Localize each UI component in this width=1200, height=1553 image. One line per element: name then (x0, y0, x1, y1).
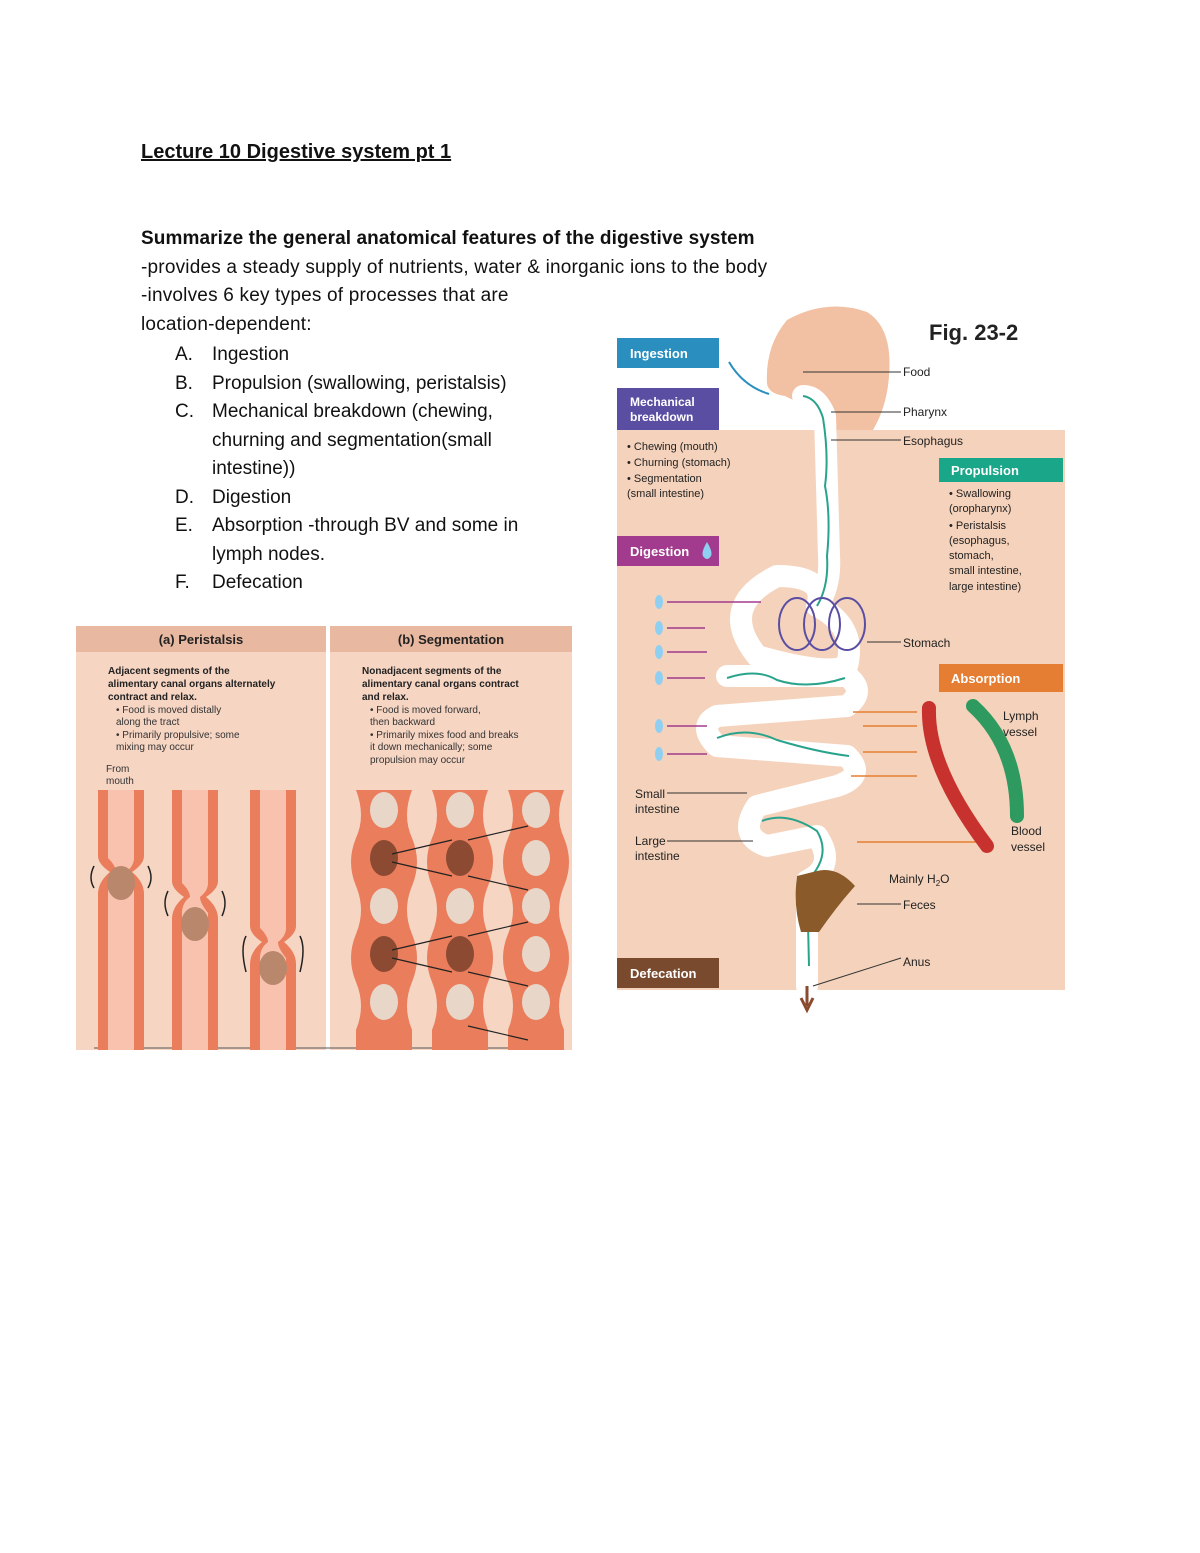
svg-text:• Food is moved forward,: • Food is moved forward, (370, 705, 481, 716)
svg-text:• Chewing (mouth): • Chewing (mouth) (627, 441, 718, 453)
propulsion-label: Propulsion (951, 463, 1019, 478)
label-blood-vessel: Blood (1011, 824, 1042, 838)
svg-text:propulsion may occur: propulsion may occur (370, 755, 466, 766)
label-pharynx: Pharynx (903, 405, 947, 419)
svg-text:mouth: mouth (106, 776, 134, 787)
svg-text:intestine: intestine (635, 802, 680, 816)
process-item: D.Digestion (175, 486, 292, 508)
process-item: A.Ingestion (175, 344, 290, 365)
process-item: C.Mechanical breakdown (chewing, churnin… (175, 401, 493, 479)
peristalsis-segmentation-figure: (a) Peristalsis (b) Segmentation Adjacen… (76, 626, 572, 1050)
svg-text:(esophagus,: (esophagus, (949, 535, 1010, 547)
svg-text:• Segmentation: • Segmentation (627, 473, 702, 485)
lymph-vessel (966, 699, 1024, 823)
feces-mass (795, 870, 855, 932)
summary-line-1: -provides a steady supply of nutrients, … (141, 257, 768, 278)
summary-line-2: -involves 6 key types of processes that … (141, 285, 509, 306)
absorption-arrows (851, 711, 987, 843)
svg-text:stomach,: stomach, (949, 550, 994, 562)
svg-text:contract and relax.: contract and relax. (108, 692, 197, 703)
label-large-intestine: Large (635, 834, 666, 848)
digestion-drops (655, 595, 663, 761)
svg-text:(small intestine): (small intestine) (627, 488, 704, 500)
ingestion-label: Ingestion (630, 346, 688, 361)
svg-text:alimentary canal organs contra: alimentary canal organs contract (362, 679, 519, 690)
absorption-box (939, 664, 1063, 692)
svg-text:large intestine): large intestine) (949, 581, 1021, 593)
svg-text:• Churning (stomach): • Churning (stomach) (627, 457, 731, 469)
digestive-process-figure: Fig. 23-2 Ingestion Mechanical breakdown… (617, 306, 1065, 1014)
label-small-intestine: Small (635, 787, 665, 801)
label-food: Food (903, 365, 930, 379)
label-lymph: Lymph (1003, 709, 1039, 723)
svg-text:(oropharynx): (oropharynx) (949, 503, 1011, 515)
peristalsis-title: (a) Peristalsis (159, 632, 244, 647)
churning-spirals (778, 597, 866, 651)
ingestion-box (617, 338, 719, 368)
svg-text:mixing may occur: mixing may occur (116, 742, 194, 753)
summary-line-3: location-dependent: (141, 314, 312, 335)
svg-text:and relax.: and relax. (362, 692, 409, 703)
peristalsis-tubes (90, 790, 304, 1050)
digestion-label: Digestion (630, 544, 689, 559)
svg-text:vessel: vessel (1011, 840, 1045, 854)
label-stomach: Stomach (903, 636, 950, 650)
svg-text:breakdown: breakdown (630, 410, 693, 424)
svg-text:vessel: vessel (1003, 725, 1037, 739)
svg-text:• Food is moved distally: • Food is moved distally (116, 705, 221, 716)
blood-vessel (921, 701, 994, 853)
svg-text:Mechanical: Mechanical (630, 395, 695, 409)
ingestion-arrow-icon (728, 361, 770, 395)
svg-text:• Swallowing: • Swallowing (949, 488, 1011, 500)
question-heading: Summarize the general anatomical feature… (141, 228, 755, 249)
process-item: E.Absorption -through BV and some in lym… (175, 515, 519, 565)
label-feces: Feces (903, 898, 936, 912)
svg-text:alimentary canal organs altern: alimentary canal organs alternately (108, 679, 276, 690)
svg-text:small intestine,: small intestine, (949, 565, 1022, 577)
segmentation-tubes (351, 790, 569, 1050)
absorption-label: Absorption (951, 671, 1020, 686)
svg-text:• Primarily propulsive; some: • Primarily propulsive; some (116, 730, 240, 741)
label-esophagus: Esophagus (903, 434, 963, 448)
arrow-down-icon (799, 986, 815, 1014)
defecation-label: Defecation (630, 966, 697, 981)
svg-text:Adjacent segments of the: Adjacent segments of the (108, 666, 230, 677)
propulsion-box (939, 458, 1063, 482)
mechanical-box (617, 388, 719, 430)
figure-number: Fig. 23-2 (929, 320, 1018, 345)
label-mainly-water: Mainly H2O (889, 872, 949, 888)
defecation-box (617, 958, 719, 988)
process-item: B.Propulsion (swallowing, peristalsis) (175, 372, 507, 394)
svg-text:Nonadjacent segments of the: Nonadjacent segments of the (362, 666, 502, 677)
digestion-arrows (667, 601, 761, 755)
svg-text:From: From (106, 764, 129, 775)
svg-text:along the tract: along the tract (116, 717, 180, 728)
document-title: Lecture 10 Digestive system pt 1 (141, 141, 452, 163)
process-item: F.Defecation (175, 572, 303, 593)
svg-text:• Peristalsis: • Peristalsis (949, 520, 1007, 532)
svg-text:intestine: intestine (635, 849, 680, 863)
label-anus: Anus (903, 955, 930, 969)
process-list: A.Ingestion B.Propulsion (swallowing, pe… (175, 341, 575, 598)
water-drop-icon (702, 542, 712, 559)
svg-text:then backward: then backward (370, 717, 435, 728)
digestion-box (617, 536, 719, 566)
svg-text:• Primarily mixes food and bre: • Primarily mixes food and breaks (370, 730, 519, 741)
segmentation-title: (b) Segmentation (398, 632, 504, 647)
svg-text:it down mechanically; some: it down mechanically; some (370, 742, 493, 753)
